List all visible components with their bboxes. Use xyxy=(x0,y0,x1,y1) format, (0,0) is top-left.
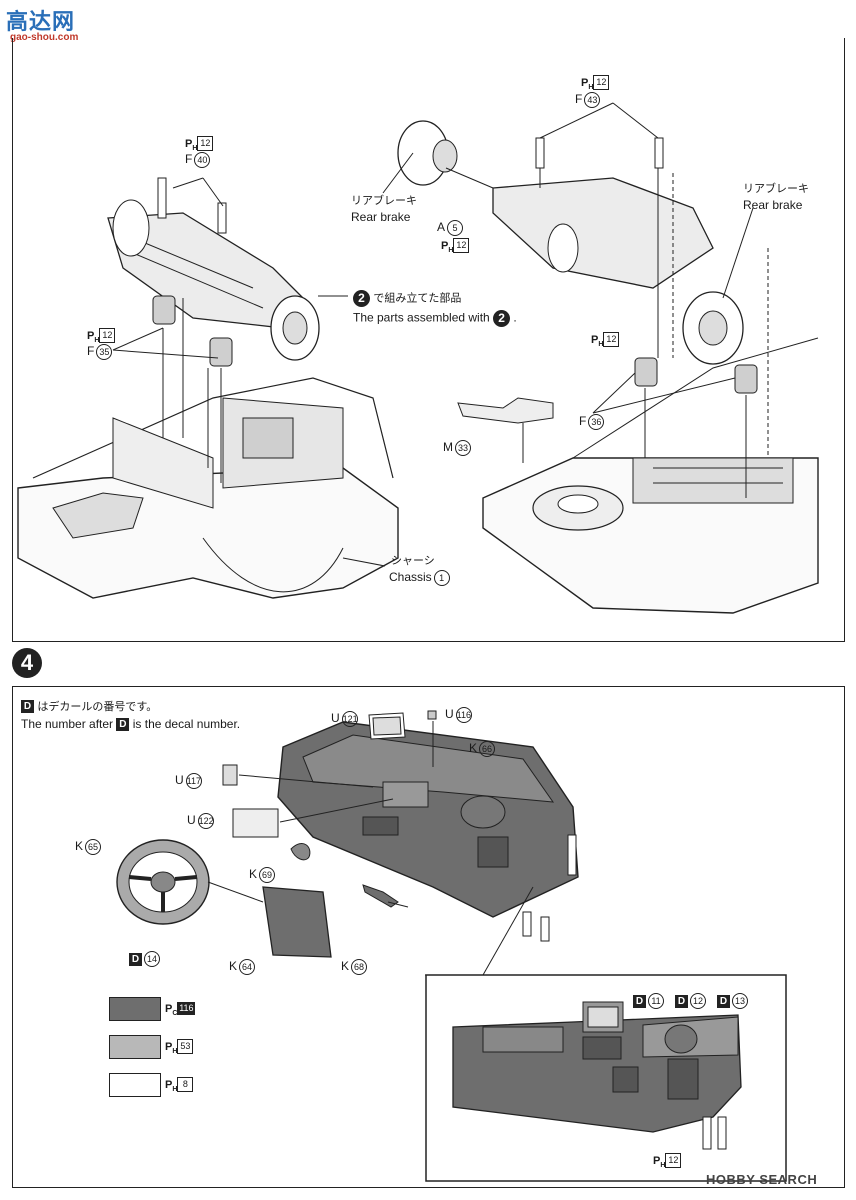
step-ref-icon: 2 xyxy=(353,290,370,307)
decal-note-jp: D はデカールの番号です。 xyxy=(21,699,157,714)
part-num: 64 xyxy=(239,959,256,975)
rear-brake-right-jp: リアブレーキ xyxy=(743,183,809,195)
paint-code-icon: PC xyxy=(165,1003,178,1018)
part-num: 122 xyxy=(197,813,214,829)
assembled-note-en: The parts assembled with 2 . xyxy=(353,310,517,327)
part-num: 66 xyxy=(479,741,496,757)
paint-num: 12 xyxy=(603,332,620,348)
decal-icon: D xyxy=(129,952,142,966)
step-ref-icon: 2 xyxy=(493,310,511,327)
decal-num: 12 xyxy=(690,993,706,1009)
part-num: 116 xyxy=(455,707,472,723)
front-axle-drawing xyxy=(17,102,819,614)
legend-label-light: PH53 xyxy=(165,1039,194,1059)
part-num: 43 xyxy=(584,92,601,108)
part-num: 40 xyxy=(194,152,211,168)
paint-code-icon: PH xyxy=(185,138,198,153)
part-num: 69 xyxy=(259,867,276,883)
rear-axle-paint: PH12 xyxy=(441,238,470,258)
paint-code-icon: PH xyxy=(581,77,594,92)
paint-code-icon: PH xyxy=(165,1079,178,1094)
paint-num: 116 xyxy=(177,1002,196,1016)
decal-icon: D xyxy=(116,718,130,732)
paint-num: 8 xyxy=(177,1077,194,1093)
legend-label-dark: PC116 xyxy=(165,1001,196,1021)
rear-brake-right-en: Rear brake xyxy=(743,198,803,212)
paint-num: 12 xyxy=(453,238,470,254)
paint-num: 12 xyxy=(593,75,610,91)
part-num: 36 xyxy=(588,414,605,430)
part-num: 121 xyxy=(341,711,358,727)
legend-swatch-light xyxy=(109,1035,161,1059)
paint-code-icon: PH xyxy=(87,330,100,345)
decal-note-en: The number after D is the decal number. xyxy=(21,717,241,732)
paint-num: 53 xyxy=(177,1039,194,1055)
rear-damper-paint: PH12 xyxy=(591,332,620,352)
paint-code-icon: PH xyxy=(653,1155,666,1170)
decal-icon: D xyxy=(675,994,688,1008)
part-num: 117 xyxy=(185,773,202,789)
part-num: 68 xyxy=(351,959,368,975)
front-bolt-paint: PH12 xyxy=(185,136,214,156)
decal-icon: D xyxy=(633,994,646,1008)
step4-panel: D はデカールの番号です。 The number after D is the … xyxy=(12,686,845,1188)
decal-num: 11 xyxy=(648,993,664,1009)
legend-swatch-white xyxy=(109,1073,161,1097)
front-damper-paint: PH12 xyxy=(87,328,116,348)
decal-icon: D xyxy=(717,994,730,1008)
legend-label-white: PH8 xyxy=(165,1077,194,1097)
rear-bolt-paint: PH12 xyxy=(581,75,610,95)
chassis-jp: シャーシ xyxy=(391,555,435,567)
part-num: 5 xyxy=(447,220,464,236)
decal-num: 13 xyxy=(732,993,748,1009)
assembled-note-jp: 2 で組み立てた部品 xyxy=(353,290,461,307)
decal-num: 14 xyxy=(144,951,160,967)
watermark-url: gao-shou.com xyxy=(10,32,79,43)
step-number: 4 xyxy=(12,648,42,678)
watermark-hobby-search: HOBBY SEARCH xyxy=(706,1172,818,1187)
inset-paint: PH12 xyxy=(653,1153,682,1173)
legend-swatch-dark xyxy=(109,997,161,1021)
paint-num: 12 xyxy=(665,1153,682,1169)
paint-code-icon: PH xyxy=(591,334,604,349)
part-num: 1 xyxy=(433,570,450,586)
rear-brake-left-jp: リアブレーキ xyxy=(351,195,417,207)
dashboard-drawing xyxy=(116,710,787,1182)
watermark-logo: 高达网 xyxy=(6,9,76,34)
part-num: 65 xyxy=(85,839,102,855)
paint-code-icon: PH xyxy=(441,240,454,255)
part-num: 35 xyxy=(96,344,113,360)
paint-num: 12 xyxy=(197,136,214,152)
decal-icon: D xyxy=(21,700,34,714)
part-num: 33 xyxy=(455,440,471,456)
paint-code-icon: PH xyxy=(165,1041,178,1056)
rear-brake-left-en: Rear brake xyxy=(351,210,411,224)
paint-num: 12 xyxy=(99,328,116,344)
